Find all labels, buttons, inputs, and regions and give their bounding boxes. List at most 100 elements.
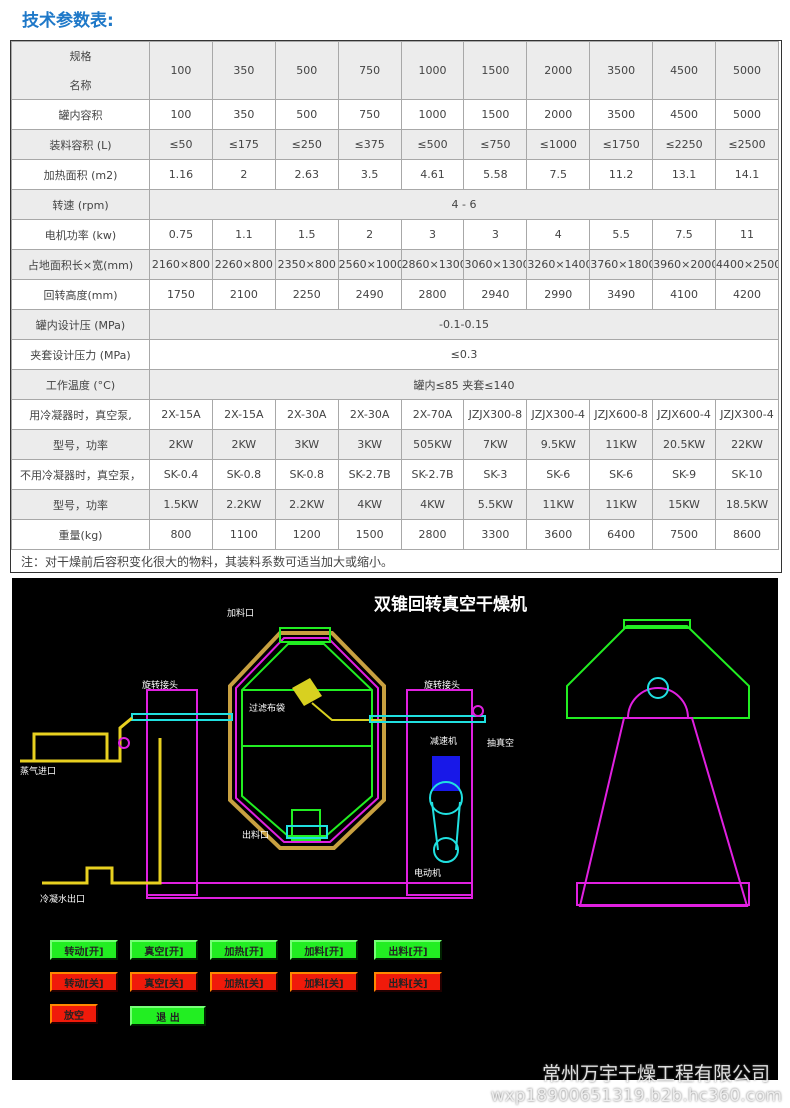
table-cell: ≤375 xyxy=(337,129,402,160)
table-cell: 5.58 xyxy=(463,159,528,190)
header-spec: 规格 xyxy=(69,50,92,63)
label-rotary-joint-left: 旋转接头 xyxy=(142,679,178,691)
table-cell: 2560×1000 xyxy=(337,249,402,280)
table-cell: 2940 xyxy=(463,279,528,310)
table-cell: 15KW xyxy=(652,489,717,520)
row-label: 重量(kg) xyxy=(11,519,150,550)
model-header: 1500 xyxy=(463,41,528,100)
table-cell: 2000 xyxy=(526,99,591,130)
label-motor: 电动机 xyxy=(414,867,441,879)
table-cell: SK-10 xyxy=(715,459,779,490)
section-title: 技术参数表: xyxy=(22,11,114,31)
model-header: 4500 xyxy=(652,41,717,100)
button-off-1[interactable]: 真空[关] xyxy=(130,972,198,992)
table-cell: 11KW xyxy=(589,429,654,460)
table-cell: 8600 xyxy=(715,519,779,550)
row-label: 用冷凝器时，真空泵, xyxy=(11,399,150,430)
table-row: 夹套设计压力 (MPa)≤0.3 xyxy=(11,339,779,370)
vent-button[interactable]: 放空 xyxy=(50,1004,98,1024)
table-cell: 2990 xyxy=(526,279,591,310)
table-cell: 1100 xyxy=(211,519,276,550)
row-span-value: -0.1-0.15 xyxy=(149,309,779,340)
model-header: 5000 xyxy=(715,41,779,100)
button-off-3[interactable]: 加料[关] xyxy=(290,972,358,992)
table-cell: 2X-15A xyxy=(149,399,213,430)
table-cell: SK-3 xyxy=(463,459,528,490)
button-off-2[interactable]: 加热[关] xyxy=(210,972,278,992)
table-cell: 13.1 xyxy=(652,159,717,190)
button-on-2[interactable]: 加热[开] xyxy=(210,940,278,960)
table-cell: 3490 xyxy=(589,279,654,310)
button-on-3[interactable]: 加料[开] xyxy=(290,940,358,960)
label-filter-bag: 过滤布袋 xyxy=(249,702,285,714)
table-cell: 4KW xyxy=(337,489,402,520)
table-cell: 20.5KW xyxy=(652,429,717,460)
table-cell: SK-0.8 xyxy=(211,459,276,490)
button-off-4[interactable]: 出料[关] xyxy=(374,972,442,992)
table-cell: 5.5 xyxy=(589,219,654,250)
table-cell: ≤175 xyxy=(211,129,276,160)
table-cell: 2KW xyxy=(211,429,276,460)
table-cell: ≤50 xyxy=(149,129,213,160)
button-on-0[interactable]: 转动[开] xyxy=(50,940,118,960)
label-condensate-outlet: 冷凝水出口 xyxy=(40,893,85,905)
button-off-0[interactable]: 转动[关] xyxy=(50,972,118,992)
table-cell: 3KW xyxy=(274,429,339,460)
row-label: 回转高度(mm) xyxy=(11,279,150,310)
table-cell: 3060×1300 xyxy=(463,249,528,280)
frame xyxy=(146,689,473,899)
diagram-title: 双锥回转真空干燥机 xyxy=(374,594,527,615)
table-cell: 500 xyxy=(274,99,339,130)
table-cell: 2250 xyxy=(274,279,339,310)
table-cell: 1.1 xyxy=(211,219,276,250)
table-cell: 800 xyxy=(149,519,213,550)
table-cell: 11 xyxy=(715,219,779,250)
side-view xyxy=(566,619,750,907)
pressure-gauge xyxy=(118,737,130,749)
table-cell: 1200 xyxy=(274,519,339,550)
table-cell: 11KW xyxy=(526,489,591,520)
table-cell: SK-0.8 xyxy=(274,459,339,490)
table-row: 转速 (rpm)4 - 6 xyxy=(11,189,779,220)
table-cell: JZJX300-4 xyxy=(715,399,779,430)
table-cell: ≤2250 xyxy=(652,129,717,160)
row-label: 占地面积长×宽(mm) xyxy=(11,249,150,280)
button-on-1[interactable]: 真空[开] xyxy=(130,940,198,960)
table-cell: 3960×2000 xyxy=(652,249,717,280)
table-cell: JZJX600-8 xyxy=(589,399,654,430)
exit-button[interactable]: 退 出 xyxy=(130,1006,206,1026)
table-cell: SK-2.7B xyxy=(400,459,465,490)
row-label: 电机功率 (kw) xyxy=(11,219,150,250)
table-cell: ≤1000 xyxy=(526,129,591,160)
table-cell: 3760×1800 xyxy=(589,249,654,280)
table-cell: ≤500 xyxy=(400,129,465,160)
vessel xyxy=(241,643,373,837)
table-cell: 2X-30A xyxy=(337,399,402,430)
table-cell: ≤1750 xyxy=(589,129,654,160)
table-cell: 9.5KW xyxy=(526,429,591,460)
row-label: 夹套设计压力 (MPa) xyxy=(11,339,150,370)
table-cell: 2800 xyxy=(400,279,465,310)
button-on-4[interactable]: 出料[开] xyxy=(374,940,442,960)
row-span-value: 罐内≤85 夹套≤140 xyxy=(149,369,779,400)
right-shaft xyxy=(369,715,486,723)
table-cell: 22KW xyxy=(715,429,779,460)
row-label: 工作温度 (°C) xyxy=(11,369,150,400)
table-cell: 5.5KW xyxy=(463,489,528,520)
table-cell: 2800 xyxy=(400,519,465,550)
machine-diagram: 双锥回转真空干燥机 加料口 旋转接头 旋转接头 过滤布袋 蒸气进口 冷凝水出口 … xyxy=(12,578,778,1085)
left-shaft xyxy=(131,713,233,721)
table-row: 装料容积 (L)≤50≤175≤250≤375≤500≤750≤1000≤175… xyxy=(11,129,779,160)
row-label: 罐内设计压 (MPa) xyxy=(11,309,150,340)
table-cell: 1500 xyxy=(337,519,402,550)
table-cell: 4.61 xyxy=(400,159,465,190)
table-cell: 2.63 xyxy=(274,159,339,190)
motor xyxy=(433,837,459,863)
table-cell: 7KW xyxy=(463,429,528,460)
